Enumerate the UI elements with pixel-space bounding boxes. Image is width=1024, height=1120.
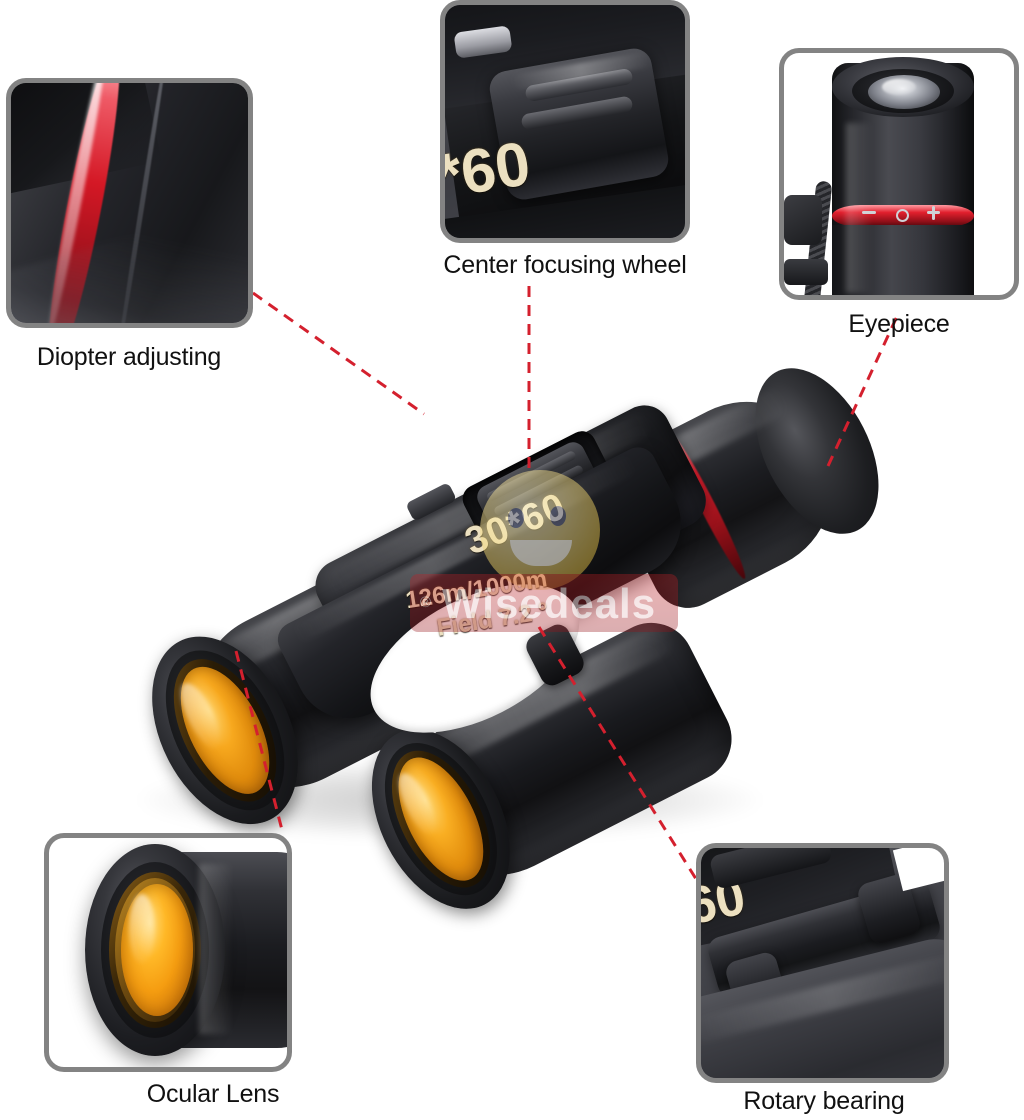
callout-diopter-frame[interactable] — [6, 78, 253, 328]
strap-clip — [784, 195, 822, 245]
callout-center-focusing-wheel: *60 Center focusing wheel — [440, 0, 690, 279]
callout-diopter-adjusting: Diopter adjusting — [6, 78, 253, 371]
leader-rotary — [537, 626, 708, 896]
leader-ocular — [234, 650, 284, 831]
eyepiece-lens-glass — [868, 75, 940, 109]
callout-eyepiece-frame[interactable] — [779, 48, 1019, 300]
leader-diopter — [252, 291, 425, 416]
callout-focus-frame[interactable]: *60 — [440, 0, 690, 243]
callout-ocular-lens: Ocular Lens — [44, 833, 292, 1108]
callout-label-diopter-adjusting: Diopter adjusting — [36, 343, 222, 371]
callout-rotary-frame[interactable]: 60 — [696, 843, 949, 1083]
callout-label-eyepiece: Eyepiece — [848, 310, 950, 338]
callout-label-ocular-lens: Ocular Lens — [146, 1080, 280, 1108]
callout-label-center-focusing-wheel: Center focusing wheel — [443, 251, 687, 279]
callout-focus-gold-text: *60 — [445, 129, 535, 212]
leader-eyepiece — [826, 311, 901, 467]
ocular-lens-glass — [121, 884, 193, 1016]
callout-ocular-frame[interactable] — [44, 833, 292, 1072]
callout-rotary-bearing: 60 Rotary bearing — [696, 843, 949, 1115]
callout-eyepiece: Eyepiece — [779, 48, 1019, 338]
callout-label-rotary-bearing: Rotary bearing — [743, 1087, 905, 1115]
